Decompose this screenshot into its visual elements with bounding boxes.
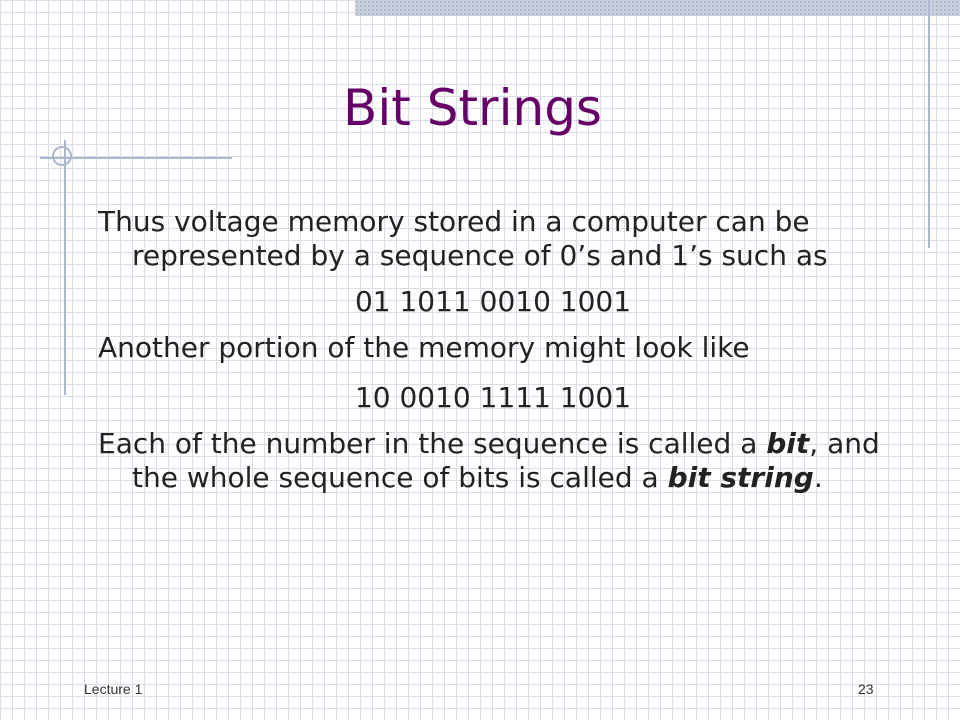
term-bit: bit [766,427,810,460]
bit-sequence-2: 10 0010 1111 1001 [354,381,632,414]
slide-title: Bit Strings [343,79,602,137]
paragraph-definition: Each of the number in the sequence is ca… [98,427,888,495]
definition-text-2: , and the whole sequence of bits is call… [132,427,880,494]
paragraph-intro: Thus voltage memory stored in a computer… [98,205,828,272]
definition-text-1: Each of the number in the sequence is ca… [98,427,767,460]
footer-lecture-label: Lecture 1 [84,681,143,697]
term-bit-string: bit string [667,461,814,494]
title-underline-decoration [40,157,232,159]
top-decorative-band [355,0,960,16]
slide-body: Thus voltage memory stored in a computer… [98,205,888,495]
definition-text-3: . [813,461,823,494]
corner-circle-decoration [52,146,72,166]
bit-sequence-1: 01 1011 0010 1001 [354,285,632,318]
footer-page-number: 23 [858,681,874,697]
paragraph-another-portion: Another portion of the memory might look… [98,331,750,364]
right-decorative-line [928,0,930,248]
left-decorative-line [64,140,66,395]
